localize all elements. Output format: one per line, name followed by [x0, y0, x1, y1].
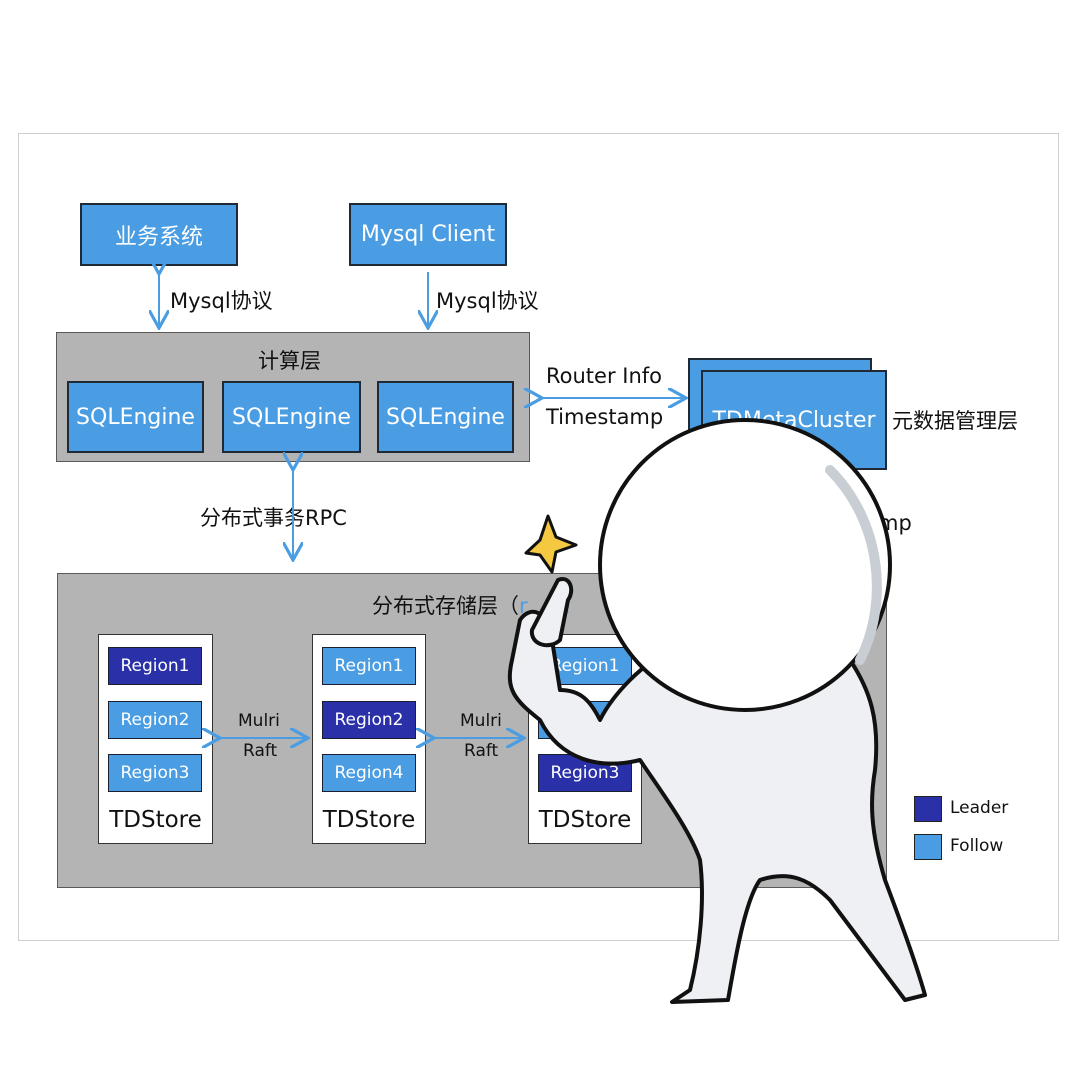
meta-layer-label: 元数据管理层 [892, 409, 1018, 433]
raft-label-1a: Mulri [238, 711, 280, 731]
tdstore-label: TDStore [538, 807, 632, 833]
timestamp-label: Timestamp [546, 405, 664, 429]
legend-follow-label: Follow [950, 836, 1004, 856]
region-box: Region4 [322, 754, 416, 792]
region-box: Region3 [108, 754, 202, 792]
legend-leader-swatch [914, 796, 942, 822]
tdstore-label: TDStore [322, 807, 416, 833]
sql-engine-label: SQLEngine [76, 404, 195, 430]
region-box: Region1 [108, 647, 202, 685]
region-box: Region2 [322, 701, 416, 739]
cartoon-character [507, 418, 927, 1004]
tdstore-2: Region1 Region2 Region4 TDStore [312, 634, 426, 844]
business-system-label: 业务系统 [114, 224, 203, 250]
raft-label-2a: Mulri [460, 711, 502, 731]
tdstore-label: TDStore [109, 807, 202, 833]
character-head [598, 418, 892, 712]
router-info-label: Router Info [546, 364, 663, 388]
sql-engine-label: SQLEngine [232, 404, 351, 430]
star-sparkle-icon [524, 514, 578, 574]
storage-title-partial: r [519, 594, 528, 618]
business-system-box: 业务系统 [80, 203, 238, 266]
storage-title-text: 分布式存储层（ [372, 594, 519, 618]
sql-engine-box-1: SQLEngine [67, 381, 204, 453]
mysql-client-label: Mysql Client [360, 222, 496, 247]
mysql-client-box: Mysql Client [349, 203, 507, 266]
region-box: Region2 [108, 701, 202, 739]
sql-engine-label: SQLEngine [386, 404, 505, 430]
sql-engine-box-2: SQLEngine [222, 381, 361, 453]
tdstore-1: Region1 Region2 Region3 TDStore [98, 634, 213, 844]
region-box: Region1 [322, 647, 416, 685]
legend-follow-swatch [914, 834, 942, 860]
compute-layer-title: 计算层 [258, 349, 321, 373]
protocol-label-right: Mysql协议 [436, 289, 539, 313]
legend-leader-label: Leader [950, 798, 1009, 818]
character-thumb [529, 577, 574, 648]
rpc-label: 分布式事务RPC [200, 506, 347, 530]
sql-engine-box-3: SQLEngine [377, 381, 514, 453]
protocol-label-left: Mysql协议 [170, 289, 273, 313]
